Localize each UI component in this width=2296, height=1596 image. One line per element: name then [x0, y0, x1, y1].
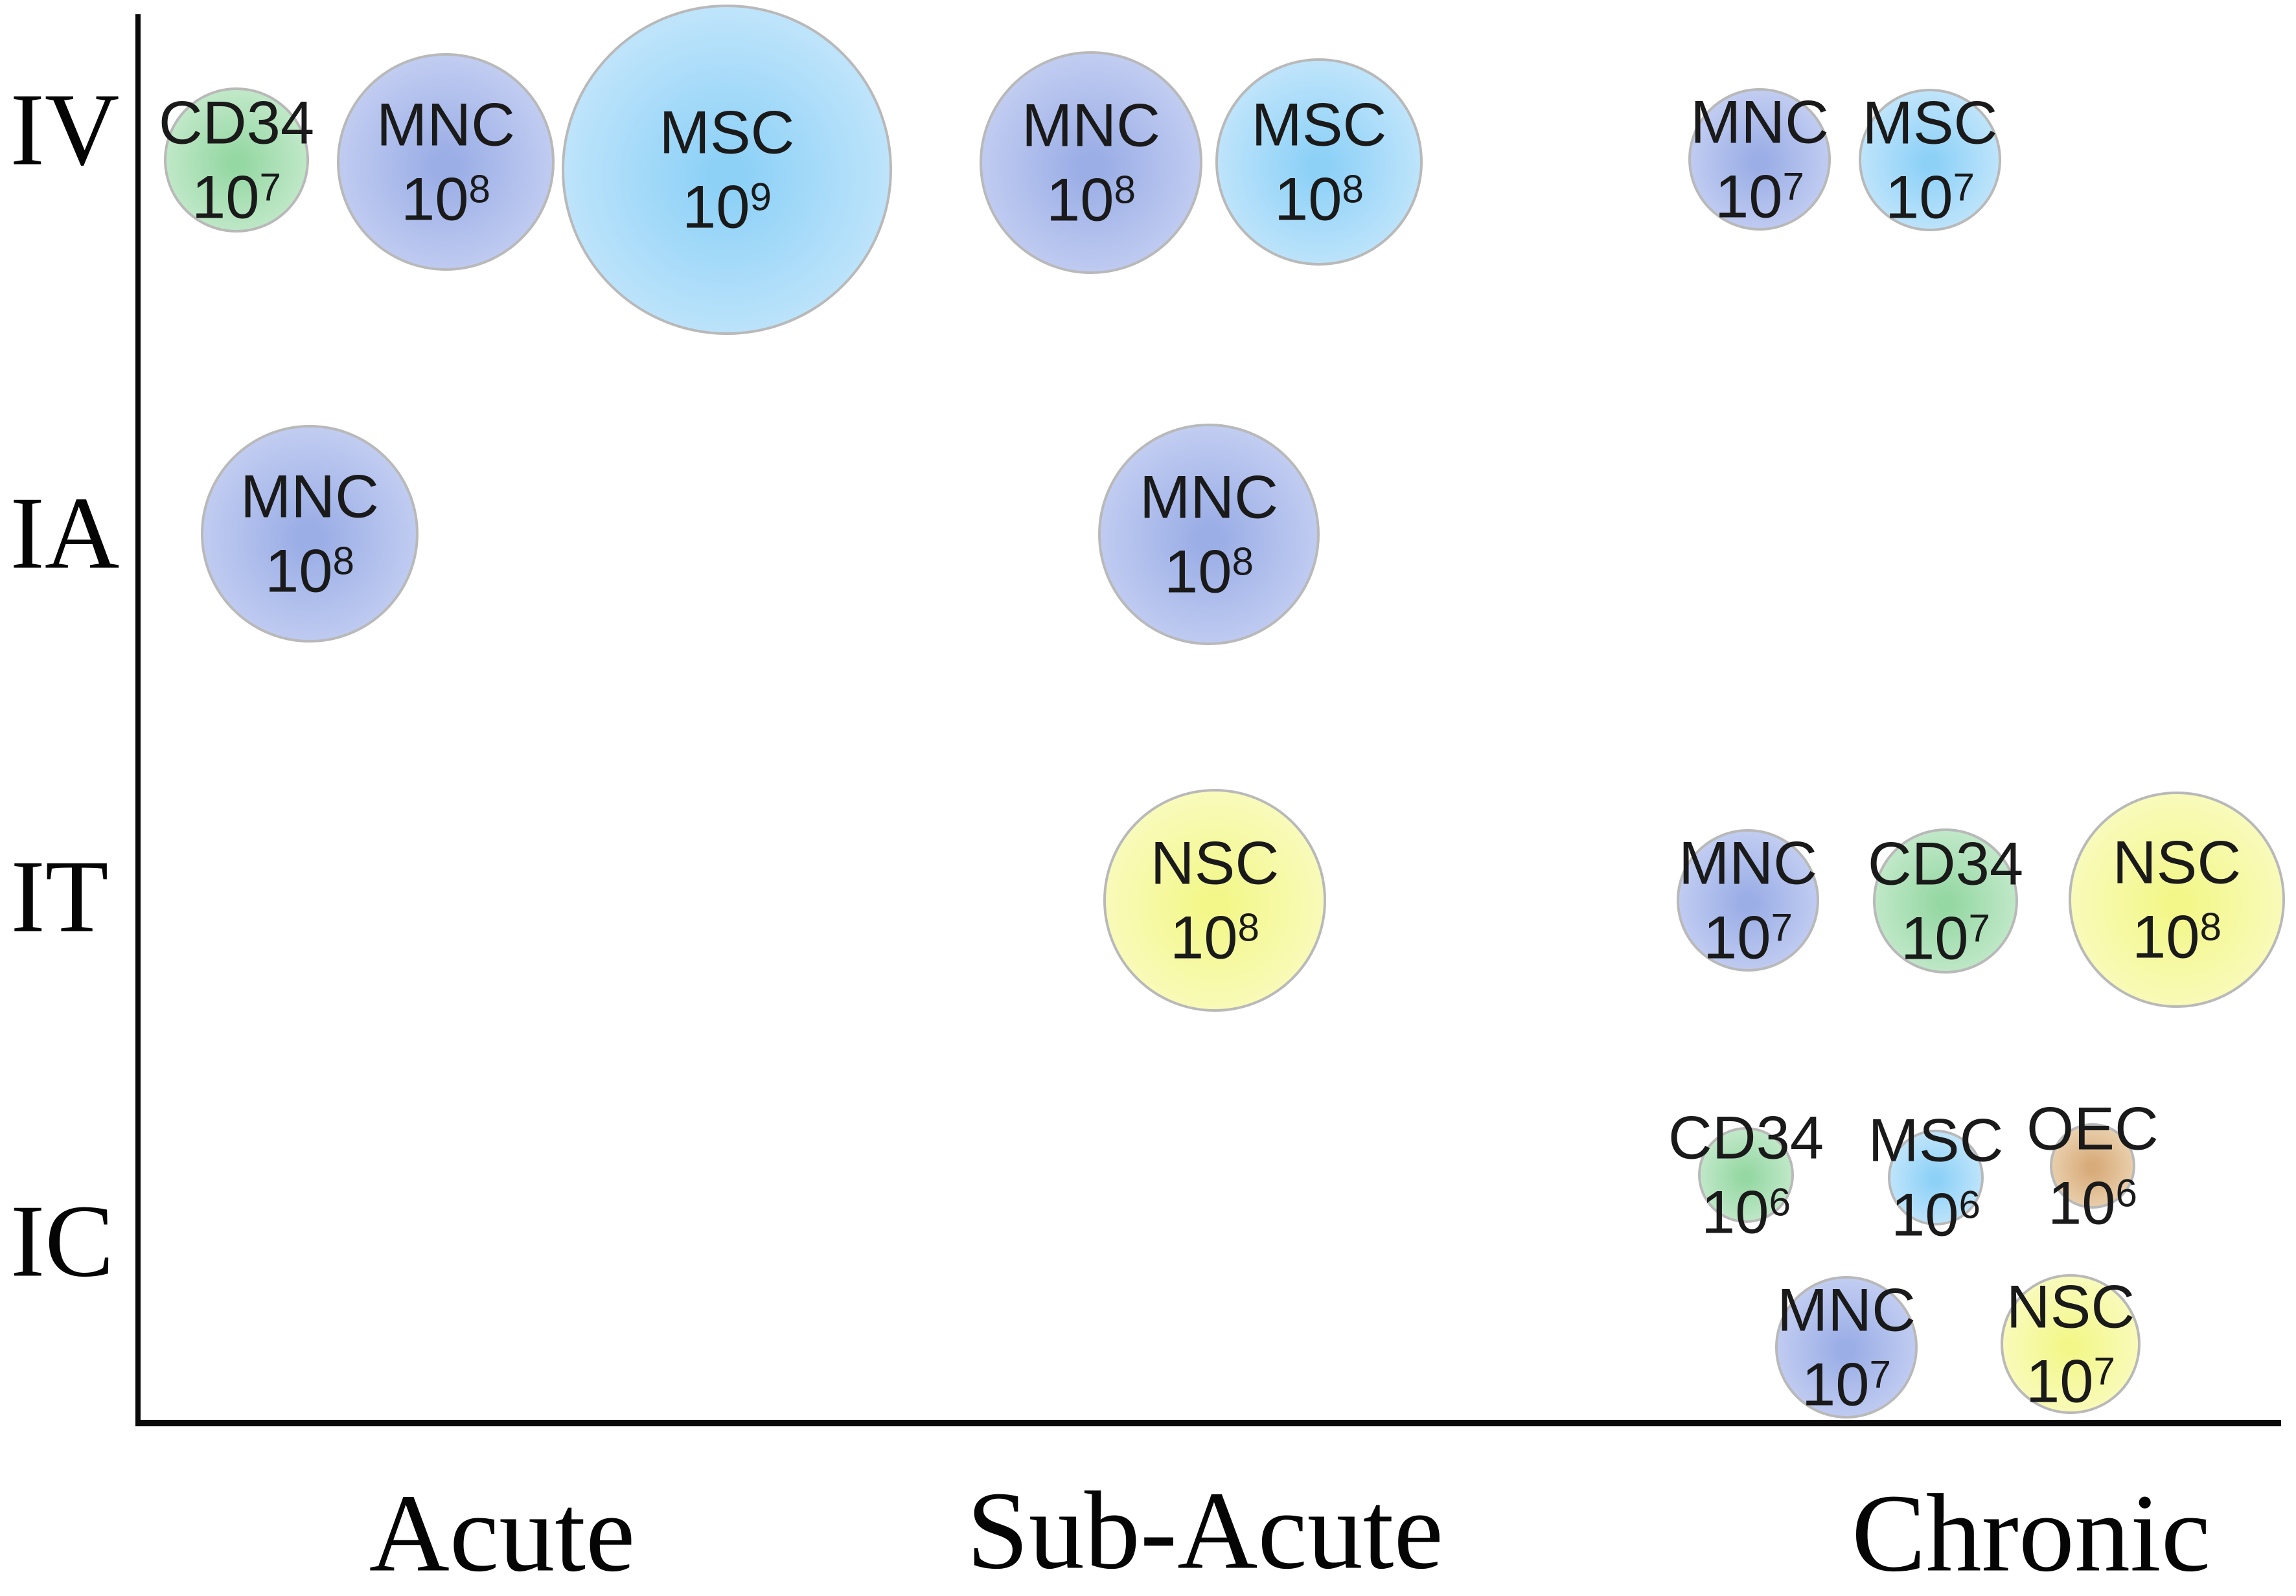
cell-type-label: CD34 [1668, 1103, 1824, 1172]
dose-label: 108 [1046, 165, 1136, 233]
dose-exponent: 7 [1771, 905, 1793, 949]
cell-type-label: MSC [1862, 88, 1998, 157]
dose-label: 108 [264, 536, 355, 604]
cell-type-label: MNC [376, 90, 516, 159]
dose-label: 109 [682, 172, 772, 240]
dose-exponent: 8 [1114, 167, 1136, 211]
dose-exponent: 7 [259, 165, 282, 209]
x-axis-line [137, 1420, 2281, 1426]
dose-label: 107 [1801, 1350, 1892, 1418]
dose-exponent: 7 [2093, 1349, 2116, 1393]
dose-label: 107 [2025, 1347, 2116, 1415]
cell-type-label: NSC [2006, 1272, 2135, 1341]
dose-label: 107 [1703, 903, 1793, 971]
dose-exponent: 6 [1769, 1180, 1791, 1224]
dose-exponent: 8 [1232, 539, 1254, 583]
dose-exponent: 6 [2115, 1170, 2138, 1214]
cell-type-label: MNC [1690, 87, 1830, 156]
dose-label: 106 [1890, 1180, 1981, 1248]
dose-label: 107 [1885, 163, 1975, 231]
dose-label: 106 [1701, 1178, 1791, 1246]
dose-exponent: 8 [468, 166, 491, 211]
x-axis-label-chronic: Chronic [1851, 1472, 2211, 1595]
cell-type-label: MNC [1139, 462, 1279, 531]
cell-type-label: MSC [659, 98, 795, 166]
dose-exponent: 7 [1869, 1352, 1892, 1396]
x-axis-label-acute: Acute [369, 1472, 636, 1595]
cell-type-label: MNC [1678, 828, 1818, 897]
dose-label: 108 [1169, 903, 1260, 971]
dose-label: 108 [1164, 537, 1254, 605]
dose-exponent: 7 [1953, 165, 1975, 209]
cell-type-label: MNC [240, 462, 380, 530]
cell-type-label: NSC [1150, 828, 1280, 897]
dose-exponent: 7 [1968, 906, 1991, 950]
cell-type-label: CD34 [1867, 829, 2024, 898]
dose-label: 108 [1274, 165, 1364, 233]
cell-type-label: MNC [1776, 1275, 1916, 1344]
dose-exponent: 8 [2199, 904, 2222, 948]
y-axis-label-it: IT [10, 838, 109, 954]
cell-type-label: MSC [1868, 1106, 2004, 1174]
dose-label: 107 [1900, 904, 1991, 972]
cell-type-label: CD34 [158, 88, 315, 157]
y-axis-label-ia: IA [10, 475, 120, 591]
cell-type-label: OEC [2026, 1094, 2159, 1163]
y-axis-label-iv: IV [10, 71, 120, 187]
dose-label: 106 [2047, 1168, 2138, 1237]
cell-type-label: NSC [2112, 828, 2242, 896]
dose-exponent: 8 [332, 538, 355, 582]
dose-exponent: 7 [1782, 164, 1805, 208]
cell-type-label: MSC [1251, 90, 1387, 159]
y-axis-label-ic: IC [10, 1183, 114, 1299]
dose-label: 108 [400, 165, 491, 233]
dose-label: 108 [2131, 902, 2222, 970]
dose-label: 107 [191, 163, 282, 231]
dose-exponent: 8 [1342, 166, 1364, 211]
dose-exponent: 8 [1237, 905, 1260, 949]
dose-label: 107 [1714, 162, 1805, 230]
y-axis-line [135, 14, 141, 1426]
x-axis-label-subacute: Sub-Acute [967, 1469, 1443, 1593]
cell-type-label: MNC [1021, 91, 1161, 159]
dose-exponent: 9 [750, 174, 772, 218]
dose-exponent: 6 [1958, 1182, 1981, 1226]
